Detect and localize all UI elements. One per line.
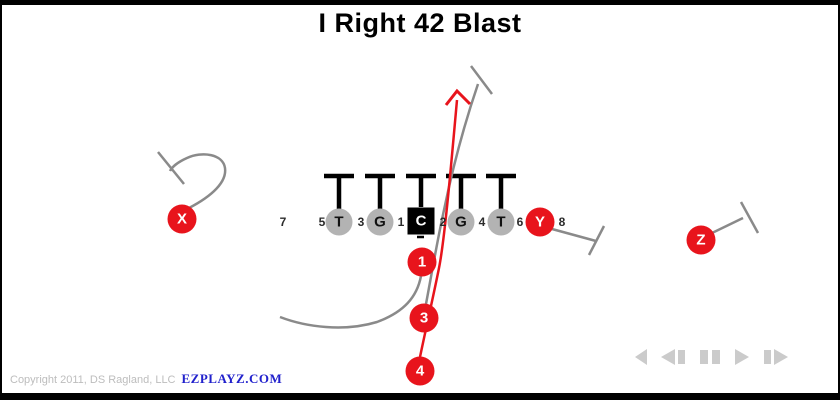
route-fb-block-cap — [470, 65, 493, 95]
gap-number-1: 1 — [397, 215, 405, 229]
receiver-x: X — [167, 204, 197, 234]
lineman-left-guard: G — [366, 208, 394, 236]
frame-left-border — [0, 0, 2, 400]
gap-number-2: 2 — [439, 215, 447, 229]
route-y-block — [551, 227, 597, 243]
pause-icon — [700, 350, 720, 364]
skip-back-icon — [635, 349, 647, 365]
footer: Copyright 2011, DS Ragland, LLC EZPLAYZ.… — [10, 371, 282, 387]
frame-bottom-border — [0, 393, 840, 400]
block-marker-rt — [486, 173, 516, 209]
lineman-left-tackle: T — [325, 208, 353, 236]
run-arrow-head — [444, 88, 472, 106]
route-z-block — [711, 216, 744, 235]
block-marker-lg — [365, 173, 395, 209]
gap-number-5: 5 — [318, 215, 326, 229]
frame-right-border — [838, 0, 840, 400]
route-x-hook — [168, 153, 227, 210]
route-fb-lead-block — [424, 83, 480, 305]
lineman-right-guard: G — [447, 208, 475, 236]
step-forward-icon — [764, 349, 788, 365]
gap-number-3: 3 — [357, 215, 365, 229]
route-y-block-cap — [587, 225, 606, 256]
tight-end-y: Y — [525, 207, 555, 237]
play-title: I Right 42 Blast — [318, 8, 522, 38]
step-back-button[interactable] — [659, 347, 687, 367]
block-markers — [324, 173, 516, 209]
gap-number-8: 8 — [558, 215, 566, 229]
pause-button[interactable] — [698, 347, 722, 367]
gap-number-7: 7 — [279, 215, 287, 229]
back-3-fullback: 3 — [409, 303, 439, 333]
ezplayz-link[interactable]: EZPLAYZ.COM — [181, 371, 283, 386]
back-1-quarterback: 1 — [407, 247, 437, 277]
route-z-block-cap — [739, 201, 760, 234]
back-4-tailback: 4 — [405, 356, 435, 386]
play-icon — [735, 349, 749, 365]
playback-controls — [633, 347, 790, 367]
step-forward-button[interactable] — [762, 347, 790, 367]
block-marker-lt — [324, 173, 354, 209]
copyright-text: Copyright 2011, DS Ragland, LLC — [10, 374, 176, 386]
skip-back-button[interactable] — [633, 347, 648, 367]
block-marker-c — [406, 173, 436, 207]
step-back-icon — [661, 349, 685, 365]
receiver-z: Z — [686, 225, 716, 255]
route-x-block-cap — [157, 151, 185, 185]
lineman-right-tackle: T — [487, 208, 515, 236]
gap-number-4: 4 — [478, 215, 486, 229]
frame-top-border — [0, 0, 840, 5]
center: C — [407, 207, 435, 235]
route-qb-rollout — [279, 275, 423, 329]
gap-number-6: 6 — [516, 215, 524, 229]
play-button[interactable] — [733, 347, 751, 367]
